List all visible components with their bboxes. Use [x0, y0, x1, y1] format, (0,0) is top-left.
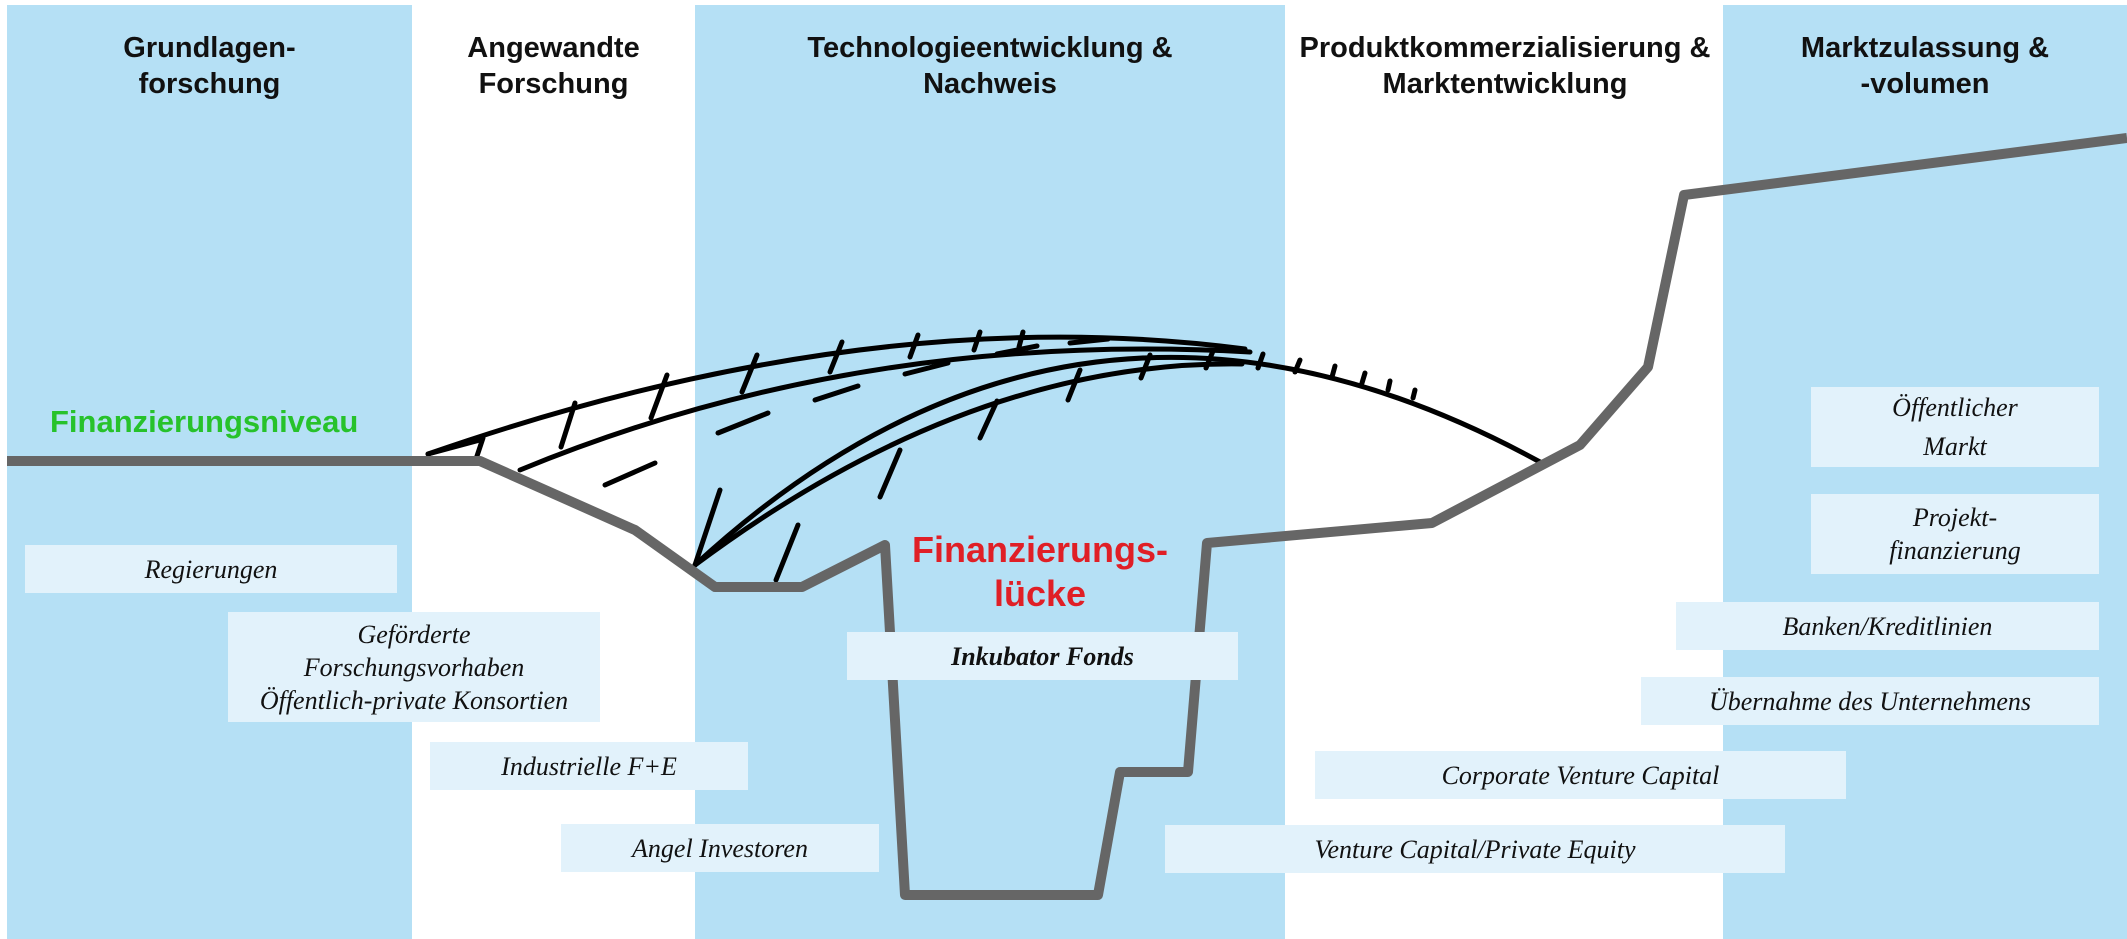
phase-title-technologieentwicklung: Technologieentwicklung & Nachweis: [807, 32, 1173, 100]
funding-source-oeffentlicher-markt: Öffentlicher Markt: [1811, 387, 2099, 467]
phase-title-grundlagenforschung: Grundlagen- forschung: [123, 32, 296, 100]
bridge-lower-road-edge: [692, 361, 1245, 568]
bridge-left-connector: [425, 437, 483, 457]
bridge-rungs: [473, 329, 1418, 583]
funding-source-gefoerderte-forschungsvorhaben: Geförderte Forschungsvorhaben Öffentlich…: [228, 612, 600, 722]
bridge-center-dashes: [602, 336, 1111, 488]
funding-level-label: Finanzierungsniveau: [50, 404, 359, 439]
funding-source-regierungen: Regierungen: [25, 545, 397, 593]
funding-source-angel-investoren: Angel Investoren: [561, 824, 879, 872]
funding-gap-label: Finanzierungs- lücke: [911, 529, 1168, 614]
bridge-upper-road-edge: [517, 346, 1253, 473]
bridge-bottom-arc: [692, 354, 1543, 568]
phase-title-angewandte-forschung: Angewandte Forschung: [467, 32, 640, 100]
funding-source-industrielle-fe: Industrielle F+E: [430, 742, 748, 790]
phase-title-produktkommerzialisierung: Produktkommerzialisierung & Marktentwick…: [1299, 32, 1711, 100]
funding-source-corporate-venture-capital: Corporate Venture Capital: [1315, 751, 1846, 799]
funding-level-curve: [7, 133, 2127, 900]
phase-title-marktzulassung: Marktzulassung & -volumen: [1800, 32, 2050, 100]
funding-source-uebernahme: Übernahme des Unternehmens: [1641, 677, 2099, 725]
funding-source-projektfinanzierung: Projekt- finanzierung: [1811, 494, 2099, 574]
funding-source-inkubator-fonds: Inkubator Fonds: [847, 632, 1238, 680]
phase-band-grundlagenforschung: [7, 5, 412, 939]
bridge-graphic: [425, 329, 1543, 583]
bridge-top-arc: [425, 334, 1248, 457]
phase-band-technologieentwicklung: [695, 5, 1285, 939]
funding-source-venture-capital-private-equity: Venture Capital/Private Equity: [1165, 825, 1785, 873]
bridge-left-leg: [692, 487, 723, 568]
funding-source-banken-kreditlinien: Banken/Kreditlinien: [1676, 602, 2099, 650]
